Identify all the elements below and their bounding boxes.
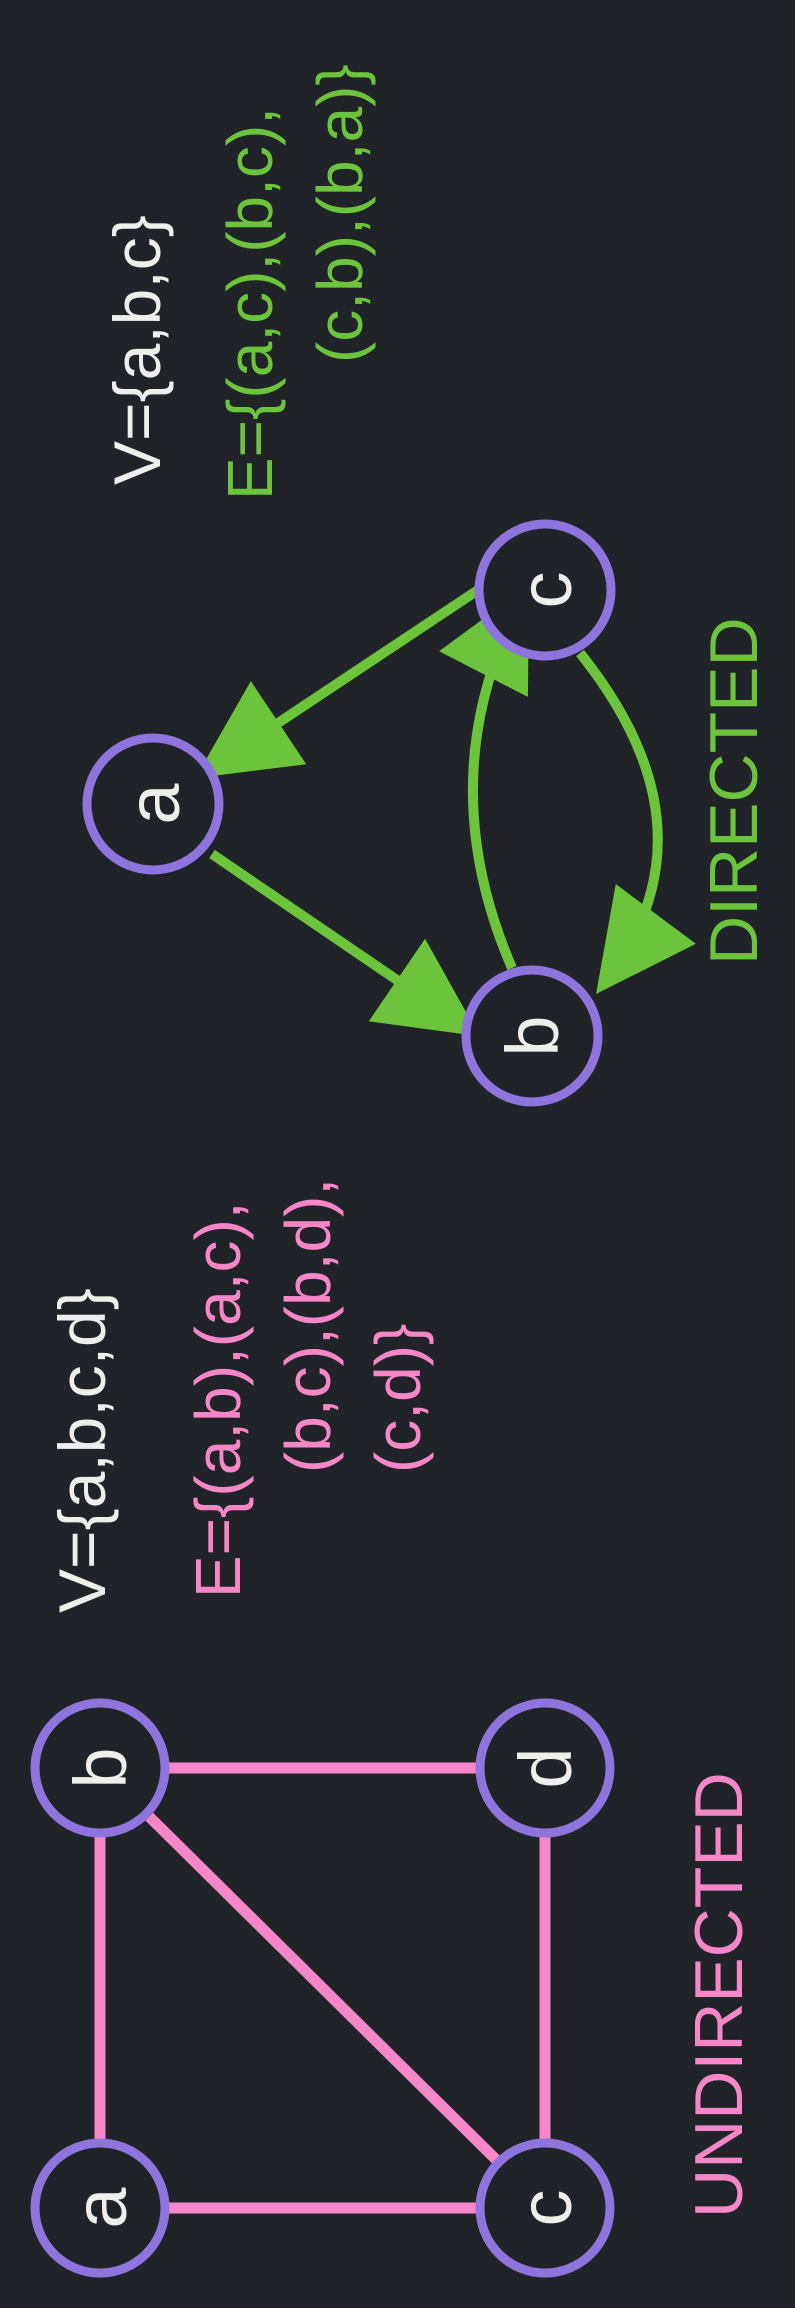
- directed-title: DIRECTED: [696, 617, 772, 965]
- rotated-content: a b c d UNDIRECTED V={a,b,c,d} E={(a,b),…: [30, 64, 772, 2278]
- node-label: a: [59, 2187, 142, 2229]
- undirected-graph: a b c d UNDIRECTED: [30, 1698, 757, 2278]
- node-label: b: [59, 1747, 142, 1788]
- node-label: a: [112, 783, 195, 825]
- edge-a-b: [209, 849, 480, 1037]
- directed-edge-set-line-1: E={(a,c),(b,c),: [214, 107, 286, 500]
- undirected-edge-set-line-1: E={(a,b),(a,c),: [182, 1201, 254, 1598]
- node-label: b: [491, 1015, 574, 1056]
- node-c: c: [474, 519, 616, 661]
- node-a: a: [82, 733, 224, 875]
- edge-c-a: [195, 585, 481, 779]
- undirected-vertex-set: V={a,b,c,d}: [45, 1288, 119, 1613]
- node-a: a: [30, 2138, 170, 2278]
- node-label: c: [504, 2190, 587, 2227]
- edge-b-c: [96, 1764, 549, 2212]
- node-label: c: [504, 572, 587, 609]
- node-b: b: [30, 1698, 170, 1838]
- directed-vertex-set: V={a,b,c}: [100, 215, 174, 485]
- edge-c-b: [576, 649, 696, 995]
- directed-graph: a b c DIRECTED: [82, 519, 772, 1107]
- directed-edge-set-line-2: (c,b),(b,a)}: [304, 64, 376, 363]
- undirected-title: UNDIRECTED: [681, 1772, 757, 2218]
- undirected-sets: V={a,b,c,d} E={(a,b),(a,c), (b,c),(b,d),…: [45, 1178, 434, 1613]
- edge-b-c: [438, 585, 530, 970]
- undirected-edge-set-line-3: (c,d)}: [362, 1324, 434, 1473]
- node-b: b: [461, 965, 603, 1107]
- undirected-edge-set-line-2: (b,c),(b,d),: [272, 1178, 344, 1473]
- node-c: c: [475, 2138, 615, 2278]
- node-d: d: [475, 1698, 615, 1838]
- directed-sets: V={a,b,c} E={(a,c),(b,c), (c,b),(b,a)}: [100, 64, 376, 500]
- node-label: d: [504, 1747, 587, 1788]
